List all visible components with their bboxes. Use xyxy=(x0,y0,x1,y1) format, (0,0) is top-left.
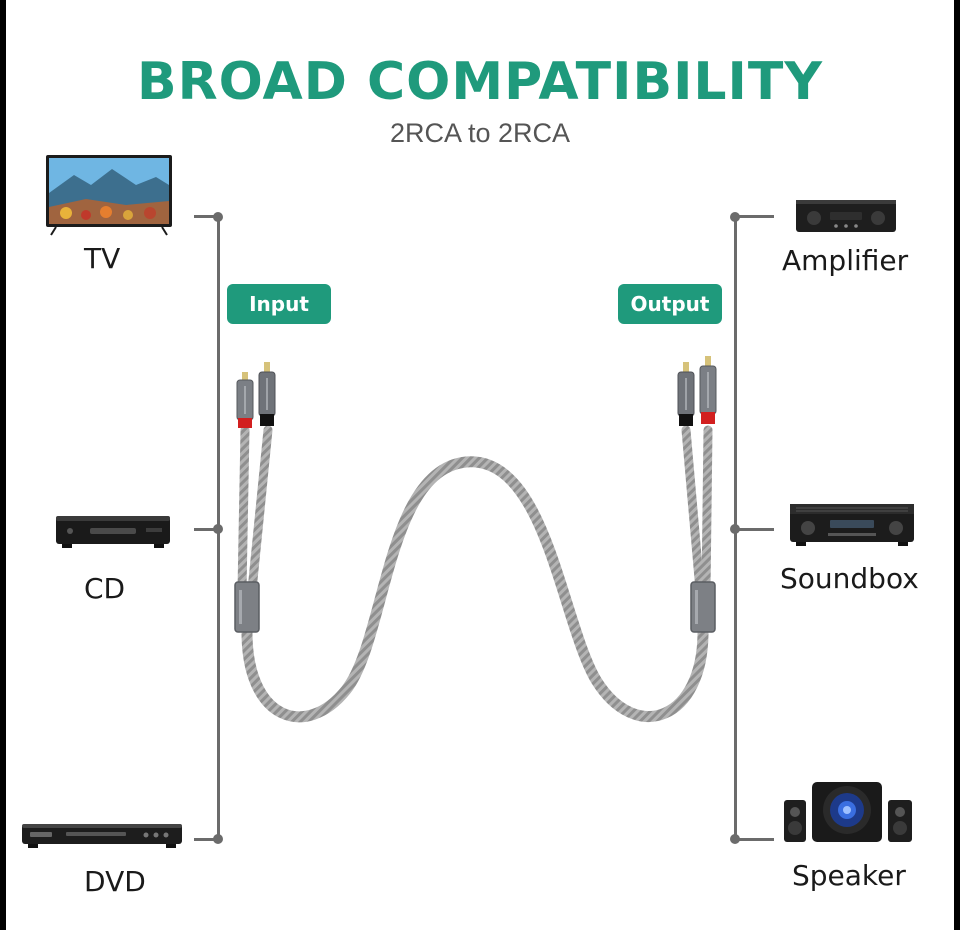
device-label-speaker: Speaker xyxy=(792,859,906,892)
right-connector-dot xyxy=(730,524,740,534)
right-connector-tick-amplifier xyxy=(734,215,774,218)
dvd-player-icon xyxy=(22,820,182,850)
page-subtitle: 2RCA to 2RCA xyxy=(389,118,571,148)
output-badge: Output xyxy=(618,284,722,324)
left-connector-tick-dvd xyxy=(194,838,220,841)
left-connector-dot xyxy=(213,834,223,844)
tv-icon xyxy=(46,155,172,239)
soundbox-icon xyxy=(790,502,914,546)
left-connector-dot xyxy=(213,212,223,222)
right-connector-dot xyxy=(730,834,740,844)
product-panel: BROAD COMPATIBILITY 2RCA to 2RCA TV xyxy=(6,0,954,930)
device-label-soundbox: Soundbox xyxy=(780,562,919,595)
right-connector-tick-soundbox xyxy=(734,528,774,531)
left-connector-tick-cd xyxy=(194,528,220,531)
cd-player-icon xyxy=(56,516,170,548)
page-title: BROAD COMPATIBILITY xyxy=(136,52,824,112)
left-connector-tick-tv xyxy=(194,215,220,218)
right-connector-tick-speaker xyxy=(734,838,774,841)
amplifier-icon xyxy=(796,196,896,236)
speaker-icon xyxy=(784,778,914,844)
device-label-dvd: DVD xyxy=(84,865,146,898)
input-badge: Input xyxy=(227,284,331,324)
device-label-tv: TV xyxy=(84,242,121,275)
left-connector-dot xyxy=(213,524,223,534)
device-label-amplifier: Amplifier xyxy=(782,244,909,277)
right-connector-dot xyxy=(730,212,740,222)
device-label-cd: CD xyxy=(84,572,126,605)
